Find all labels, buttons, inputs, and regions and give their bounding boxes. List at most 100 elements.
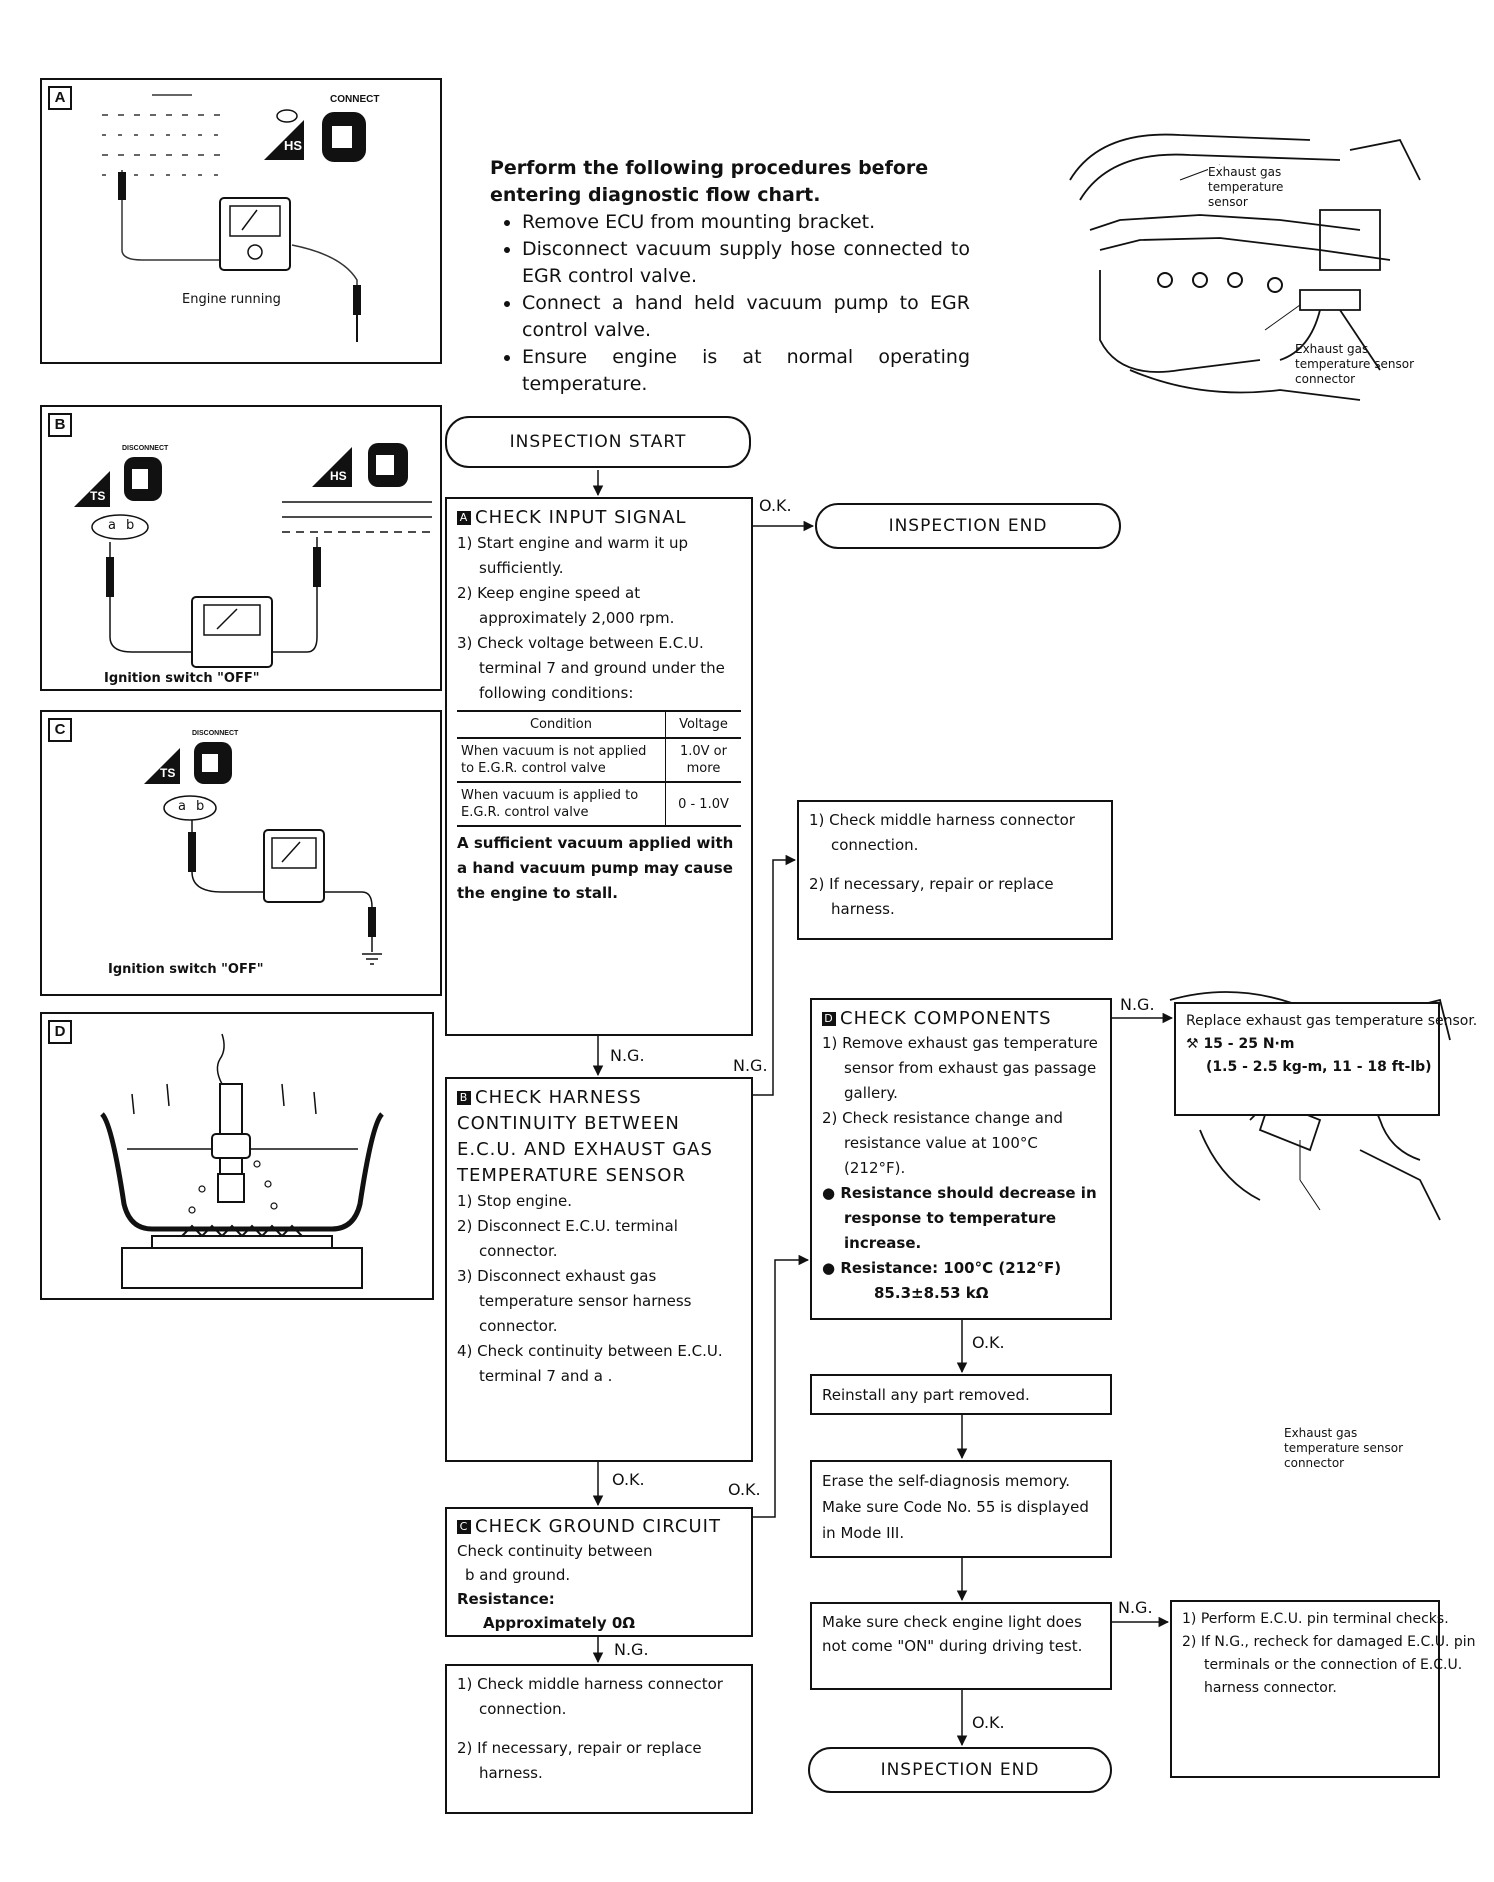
replace-sensor: Replace exhaust gas temperature sensor. …: [1174, 1002, 1477, 1116]
step-a-item: 2) Keep engine speed at approximately 2,…: [457, 584, 675, 627]
panel-b-caption: Ignition switch "OFF": [104, 671, 260, 686]
sensor-label: Exhaust gas temperature sensor: [1208, 165, 1308, 210]
ng-label: N.G.: [1120, 995, 1155, 1014]
step-c-resistance-label: Resistance:: [457, 1590, 555, 1608]
inspection-start: INSPECTION START: [445, 416, 751, 468]
step-a-title-text: CHECK INPUT SIGNAL: [475, 507, 687, 528]
ok-label: O.K.: [728, 1480, 761, 1499]
panel-b-label: B: [48, 413, 72, 437]
panel-c-badge-ts: TS: [160, 766, 176, 780]
panel-d: D: [40, 1012, 434, 1300]
panel-a-badge-hs: HS: [284, 138, 303, 153]
ng-label: N.G.: [1118, 1598, 1153, 1617]
wrench-icon: ⚒: [1186, 1036, 1199, 1052]
pre-procedures-list: Remove ECU from mounting bracket. Discon…: [490, 209, 970, 398]
panel-b-pin-b: b: [126, 518, 135, 533]
inspection-end-top: INSPECTION END: [815, 503, 1121, 549]
repair-step: 1) Check middle harness connector connec…: [457, 1675, 723, 1718]
step-b-item: 4) Check continuity between E.C.U. termi…: [457, 1342, 723, 1385]
step-c-title-text: CHECK GROUND CIRCUIT: [475, 1516, 721, 1537]
torque-spec: ⚒ 15 - 25 N·m: [1186, 1033, 1438, 1056]
step-b-item: 2) Disconnect E.C.U. terminal connector.: [457, 1217, 678, 1260]
panel-c-caption: Ignition switch "OFF": [108, 962, 264, 977]
step-a-item: 3) Check voltage between E.C.U. terminal…: [457, 634, 725, 702]
ground-check-illustration: [144, 742, 382, 965]
table-cell: 0 - 1.0V: [664, 781, 741, 827]
panel-c-badge-disconnect: DISCONNECT: [192, 730, 239, 737]
repair-step: 2) If necessary, repair or replace harne…: [809, 875, 1054, 918]
replace-sensor-text: Replace exhaust gas temperature sensor.: [1186, 1013, 1478, 1029]
panel-a-caption: Engine running: [182, 292, 281, 307]
driving-test: Make sure check engine light does not co…: [810, 1602, 1112, 1690]
torque-value: 15 - 25 N·m: [1203, 1036, 1295, 1052]
sensor-connector-label: Exhaust gas temperature sensor connector: [1295, 342, 1415, 386]
heated-water-bath-illustration: [100, 1033, 384, 1289]
step-a-letter: A: [457, 511, 471, 525]
table-cell: When vacuum is not applied to E.G.R. con…: [457, 737, 666, 782]
ok-label: O.K.: [759, 496, 792, 515]
panel-b-badge-hs: HS: [330, 469, 347, 483]
harness-repair-top: 1) Check middle harness connector connec…: [797, 800, 1113, 940]
voltmeter-illustration: [102, 94, 366, 342]
panel-b-badge-disconnect: DISCONNECT: [122, 445, 169, 452]
step-a-item: 1) Start engine and warm it up sufficien…: [457, 534, 689, 577]
table-cell: When vacuum is applied to E.G.R. control…: [457, 781, 666, 827]
erase-memory: Erase the self-diagnosis memory. Make su…: [810, 1460, 1112, 1558]
step-c-letter: C: [457, 1520, 471, 1534]
panel-c: C TS DISCONNECT a b Ignition switch "OFF…: [40, 710, 442, 996]
step-b-letter: B: [457, 1091, 471, 1105]
pre-procedure-item: Disconnect vacuum supply hose connected …: [522, 236, 970, 290]
ohmmeter-harness-illustration: [74, 443, 432, 668]
panel-a-label: A: [48, 86, 72, 110]
step-c-resistance-value: Approximately 0Ω: [483, 1614, 636, 1632]
step-b-item: 3) Disconnect exhaust gas temperature se…: [457, 1267, 692, 1335]
panel-b-badge-ts: TS: [90, 489, 106, 503]
pre-procedure-item: Remove ECU from mounting bracket.: [522, 209, 970, 236]
step-d-bullet: ● Resistance should decrease in response…: [822, 1184, 1097, 1252]
step-d-bullet-text: Resistance should decrease in response t…: [840, 1184, 1097, 1252]
step-d-letter: D: [822, 1012, 836, 1026]
step-c-title: C CHECK GROUND CIRCUIT: [457, 1515, 741, 1539]
step-d-resistance-value: 85.3±8.53 kΩ: [874, 1284, 989, 1302]
ng-label: N.G.: [733, 1056, 768, 1075]
step-d-bullet-text: Resistance: 100°C (212°F): [840, 1259, 1062, 1277]
ng-label: N.G.: [614, 1640, 649, 1659]
panel-a-badge-connect: CONNECT: [330, 94, 380, 105]
ng-label: N.G.: [610, 1046, 645, 1065]
step-b-title-text: CHECK HARNESS CONTINUITY BETWEEN E.C.U. …: [457, 1087, 713, 1186]
step-b-item: 1) Stop engine.: [457, 1192, 572, 1210]
inspection-end-bottom: INSPECTION END: [808, 1747, 1112, 1793]
pre-procedure-item: Ensure engine is at normal operating tem…: [522, 344, 970, 398]
pin-check-step: 2) If N.G., recheck for damaged E.C.U. p…: [1182, 1634, 1476, 1696]
step-d-bullet: ● Resistance: 100°C (212°F): [822, 1259, 1062, 1277]
panel-c-pin-b: b: [196, 799, 205, 814]
pre-procedure-item: Connect a hand held vacuum pump to EGR c…: [522, 290, 970, 344]
step-c-line: Check continuity between: [457, 1542, 653, 1560]
ok-label: O.K.: [612, 1470, 645, 1489]
pin-check-step: 1) Perform E.C.U. pin terminal checks.: [1182, 1611, 1449, 1627]
step-c-check-ground: C CHECK GROUND CIRCUIT Check continuity b…: [445, 1507, 753, 1637]
panel-c-label: C: [48, 718, 72, 742]
pin-terminal-check: 1) Perform E.C.U. pin terminal checks. 2…: [1170, 1600, 1476, 1778]
table-header: Condition: [457, 710, 666, 738]
repair-step: 2) If necessary, repair or replace harne…: [457, 1739, 702, 1782]
pre-procedures: Perform the following procedures before …: [490, 155, 970, 398]
panel-b: B TS HS DISCONNECT a b Ignition switch "…: [40, 405, 442, 691]
pre-procedures-heading: Perform the following procedures before …: [490, 157, 929, 206]
step-d-item: 2) Check resistance change and resistanc…: [822, 1109, 1063, 1177]
panel-a: A HS CONNECT Engine running: [40, 78, 442, 364]
torque-alt: (1.5 - 2.5 kg-m, 11 - 18 ft-lb): [1206, 1059, 1432, 1075]
table-cell: 1.0V or more: [664, 737, 741, 782]
harness-repair-bottom: 1) Check middle harness connector connec…: [445, 1664, 753, 1814]
table-header: Voltage: [664, 710, 741, 738]
engine-sensor-illustration: [1069, 133, 1421, 401]
reinstall-parts: Reinstall any part removed.: [810, 1374, 1112, 1415]
step-c-line: b and ground.: [465, 1566, 571, 1584]
step-a-warning: A sufficient vacuum applied with a hand …: [457, 834, 734, 902]
